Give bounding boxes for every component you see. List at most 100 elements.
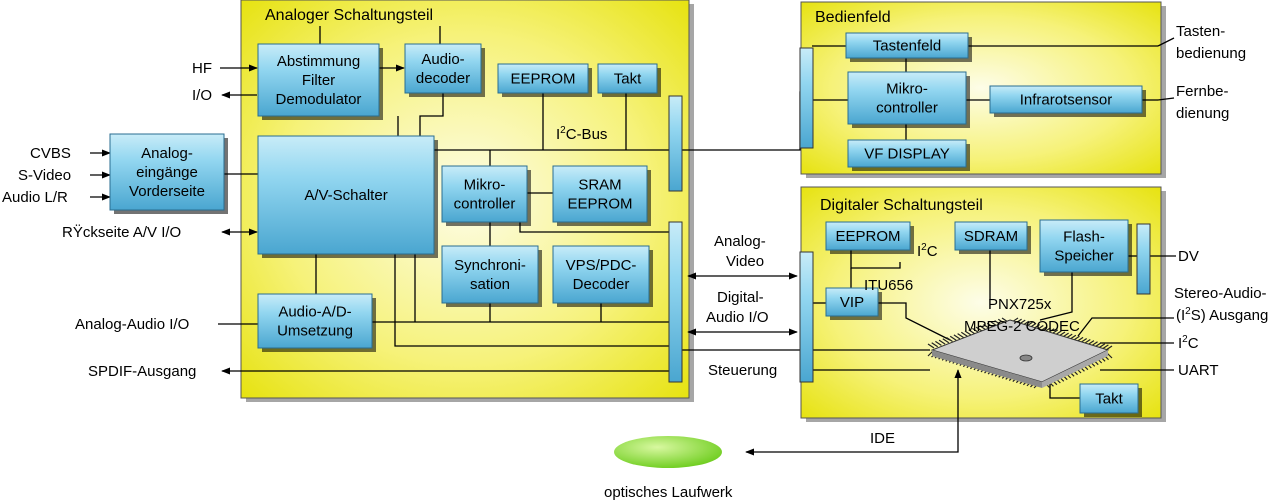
block-infrarot: Infrarotsensor: [989, 85, 1146, 117]
block-sram: SRAM EEPROM: [552, 165, 651, 226]
label-ide: IDE: [870, 430, 895, 447]
block-vps-label: VPS/PDC-: [566, 257, 637, 274]
label-i2c-right: I2C: [1178, 334, 1199, 352]
block-sdram-label: SDRAM: [964, 228, 1018, 245]
block-sync: Synchroni-sation: [441, 245, 542, 307]
chip-pin: [960, 331, 968, 337]
bus-bar-analog-bottom: [668, 221, 683, 383]
block-flash: Flash- Speicher: [1039, 219, 1132, 276]
chip-pin: [938, 339, 946, 345]
block-vps: VPS/PDC- Decoder: [552, 245, 653, 307]
label-dv: DV: [1178, 248, 1199, 265]
block-audio-ad-label: Umsetzung: [277, 323, 353, 340]
label-audio-lr: Audio L/R: [2, 189, 68, 206]
chip-pin: [964, 330, 972, 336]
chip-type: MPEG-2 CODEC: [964, 318, 1080, 335]
block-audiodecoder: Audio-decoder: [404, 43, 485, 97]
block-av-schalter-label: A/V-Schalter: [304, 187, 387, 204]
block-tastenfeld: Tastenfeld: [845, 32, 972, 62]
block-eeprom-a-label: EEPROM: [510, 71, 575, 88]
block-eeprom-a: EEPROM: [497, 63, 592, 97]
block-vip: VIP: [825, 287, 882, 320]
bus-bar-digital: [799, 251, 814, 383]
chip-pin: [957, 333, 964, 339]
bus-bar-dv: [1136, 223, 1151, 295]
block-mikro-b-label: Mikro-: [886, 81, 928, 98]
chip-pin: [931, 342, 939, 348]
block-abstimmung-label: Filter: [302, 72, 335, 89]
block-analog-front-label: Vorderseite: [129, 183, 205, 200]
label-fernbe-2: dienung: [1176, 105, 1229, 122]
chip-pin: [935, 340, 942, 346]
chip-pin: [972, 327, 979, 333]
block-abstimmung-label: Demodulator: [276, 91, 362, 108]
block-eeprom-d: EEPROM: [825, 221, 914, 254]
block-flash-label: Flash-: [1063, 229, 1105, 246]
label-optical-drive: optisches Laufwerk: [604, 484, 733, 501]
label-digital-audio-2: Audio I/O: [706, 309, 769, 326]
chip-pin: [953, 334, 961, 340]
block-audiodecoder-label: Audio-: [421, 51, 464, 68]
block-sync-label: Synchroni-: [454, 257, 526, 274]
block-sram-label: EEPROM: [567, 196, 632, 213]
label-digital-audio-1: Digital-: [717, 289, 764, 306]
panel-bedienfeld-title: Bedienfeld: [815, 9, 891, 26]
label-stereo-2: (I2S) Ausgang: [1176, 306, 1268, 324]
block-sync-label: sation: [470, 276, 510, 293]
block-audio-ad: Audio-A/D- Umsetzung: [257, 293, 376, 352]
block-eeprom-d-label: EEPROM: [835, 228, 900, 245]
block-mikro-a-label: controller: [454, 196, 516, 213]
block-tastenfeld-label: Tastenfeld: [873, 38, 941, 55]
block-av-schalter: A/V-Schalter: [257, 135, 438, 258]
bus-bar-bedienfeld: [799, 47, 814, 149]
panel-analog-title: Analoger Schaltungsteil: [265, 7, 433, 24]
label-cvbs: CVBS: [30, 145, 71, 162]
block-vps-label: Decoder: [573, 276, 630, 293]
bus-bar-analog-top: [668, 95, 683, 192]
block-takt-a-label: Takt: [614, 71, 642, 88]
block-vf-label: VF DISPLAY: [864, 146, 950, 163]
label-io: I/O: [192, 87, 212, 104]
panel-digital-title: Digitaler Schaltungsteil: [820, 197, 983, 214]
block-takt-d: Takt: [1079, 383, 1142, 417]
label-analog-video-2: Video: [726, 253, 764, 270]
block-takt-d-label: Takt: [1095, 391, 1123, 408]
label-rueckseite: RŸckseite A/V I/O: [62, 224, 181, 241]
block-analog-front-label: Analog-: [141, 145, 193, 162]
chip-pin: [968, 329, 976, 335]
label-svideo: S-Video: [18, 167, 71, 184]
label-analog-video-1: Analog-: [714, 233, 766, 250]
block-sdram: SDRAM: [954, 221, 1031, 254]
label-i2c-digital: I2C: [917, 242, 938, 260]
mpeg2-codec-chip: PNX725x MPEG-2 CODEC: [927, 296, 1113, 389]
block-mikro-b: Mikro-controller: [847, 71, 970, 128]
label-analog-audio: Analog-Audio I/O: [75, 316, 189, 333]
label-itu656: ITU656: [864, 277, 913, 294]
blocks-layer: AbstimmungFilterDemodulatorAudio-decoder…: [109, 32, 1146, 417]
block-vf: VF DISPLAY: [847, 139, 970, 171]
chip-pin: [927, 343, 935, 349]
block-vip-label: VIP: [840, 294, 864, 311]
chip-pin: [975, 326, 983, 332]
block-sram-label: SRAM: [578, 177, 621, 194]
chip-pin: [946, 337, 953, 342]
block-audio-ad-label: Audio-A/D-: [278, 304, 351, 321]
block-analog-front-label: eingänge: [136, 164, 198, 181]
chip-name: PNX725x: [988, 296, 1052, 313]
block-flash-label: Speicher: [1054, 248, 1113, 265]
label-spdif: SPDIF-Ausgang: [88, 363, 196, 380]
block-takt-a: Takt: [597, 63, 661, 97]
block-mikro-a: Mikro-controller: [441, 165, 531, 226]
block-audiodecoder-label: decoder: [416, 70, 470, 87]
chip-pin: [942, 338, 950, 344]
label-fernbe-1: Fernbe-: [1176, 83, 1229, 100]
chip-pin: [979, 325, 987, 331]
optical-drive-icon: [614, 436, 722, 468]
block-infrarot-label: Infrarotsensor: [1020, 92, 1113, 109]
label-stereo-1: Stereo-Audio-: [1174, 285, 1267, 302]
label-tasten-1: Tasten-: [1176, 23, 1225, 40]
block-mikro-a-label: Mikro-: [464, 177, 506, 194]
